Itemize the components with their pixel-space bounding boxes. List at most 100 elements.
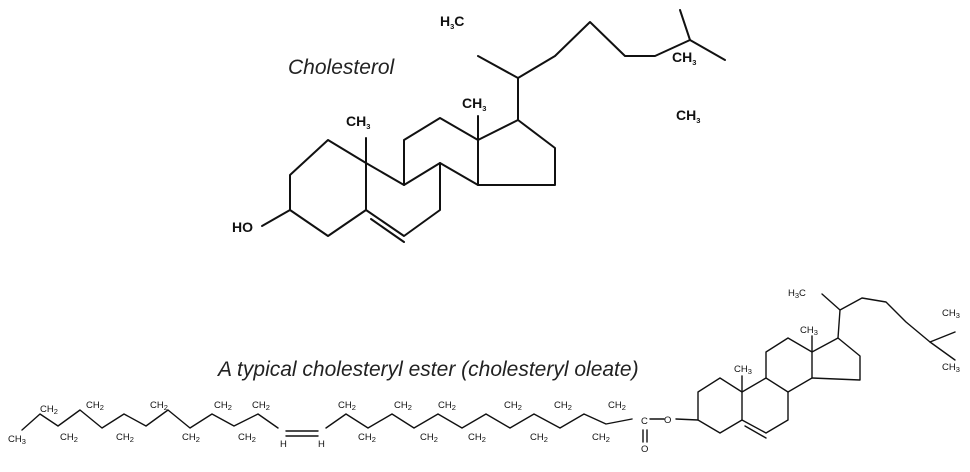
ester-c27-ch: CH [942,362,956,373]
ester-c10-sub: 3 [748,367,752,376]
ring-d [477,119,556,186]
ester-o-ring-bond [675,418,699,421]
hydroxyl-bond [261,209,291,227]
oleoyl-sub: 2 [518,403,522,412]
oleoyl-ch: CH [252,400,266,411]
ester-c21-label: H3C [788,288,806,300]
oleoyl-sub: 2 [228,403,232,412]
oleoyl-ch: CH [608,400,622,411]
ester-carbonyl-c: C [641,416,648,427]
oleoyl-ch2: CH2 [182,432,200,444]
oleoyl-sub: 2 [622,403,626,412]
oleoyl-ch2: CH2 [420,432,438,444]
oleoyl-sub: 2 [452,403,456,412]
oleoyl-sub: 2 [100,403,104,412]
c21-methyl-label: H3C [440,13,464,31]
oleoyl-sub: 2 [544,435,548,444]
vinyl-h-2: H [318,439,325,450]
oleoyl-ch2: CH2 [338,400,356,412]
oleoyl-ch2: CH2 [60,432,78,444]
c10-methyl-ch: CH [346,113,366,129]
c13-methyl-sub: 3 [482,104,486,113]
ester-c26-sub: 3 [956,311,960,320]
oleoyl-ch: CH [468,432,482,443]
c26-bond [679,9,691,41]
oleoyl-ch: CH [86,400,100,411]
c10-methyl-sub: 3 [366,122,370,131]
oleoyl-ch2: CH2 [358,432,376,444]
oleoyl-ch2: CH2 [592,432,610,444]
oleoyl-sub: 2 [266,403,270,412]
oleoyl-ch2: CH2 [438,400,456,412]
ester-c10-ch: CH [734,364,748,375]
ester-c13-label: CH3 [800,325,818,337]
oleoyl-sub: 2 [352,403,356,412]
ester-c26-label: CH3 [942,308,960,320]
c26-methyl-label: CH3 [672,49,696,67]
ester-ring-a [697,377,743,434]
c21-c: C [454,13,464,29]
oleoyl-ch2: CH2 [504,400,522,412]
oleoyl-ch2: CH2 [468,432,486,444]
ring-b [365,162,441,237]
oleoyl-ch: CH [116,432,130,443]
c27-sub: 3 [696,116,700,125]
ester-oxygen: O [664,415,671,426]
c13-methyl-label: CH3 [462,95,486,113]
oleoyl-ch: CH [394,400,408,411]
ester-c21-c: C [799,288,806,299]
ester-c13-ch: CH [800,325,814,336]
hydroxyl-label: HO [232,219,253,235]
c26-sub: 3 [692,58,696,67]
c21-sub: 3 [450,22,454,31]
oleoyl-sub: 2 [372,435,376,444]
oleoyl-ch: CH [554,400,568,411]
oleoyl-ch: CH [40,404,54,415]
oleoyl-c18-sub: 3 [22,437,26,446]
oleoyl-sub: 2 [434,435,438,444]
oleoyl-ch: CH [420,432,434,443]
oleoyl-ch: CH [504,400,518,411]
c26-ch: CH [672,49,692,65]
ester-ring-d [811,337,861,381]
oleoyl-ch: CH [60,432,74,443]
c21-bond [477,55,519,79]
oleoyl-terminal-ch3: CH3 [8,434,26,446]
ester-c21-bond [821,293,841,311]
side-chain [517,21,726,121]
cholesteryl-ester-title: A typical cholesteryl ester (cholesteryl… [218,358,639,381]
c27-ch: CH [676,107,696,123]
oleoyl-ch2: CH2 [530,432,548,444]
oleoyl-ch2: CH2 [116,432,134,444]
oleoyl-sub: 2 [74,435,78,444]
oleoyl-ch: CH [530,432,544,443]
oleoyl-ch: CH [338,400,352,411]
cholesteryl-ester-structure: H3C CH3 CH3 CH3 CH3 O C O CH3 CH2 CH2 CH… [8,288,960,455]
ester-c27-sub: 3 [956,365,960,374]
ring-a [289,139,367,237]
oleoyl-sub: 2 [54,407,58,416]
cholesterol-structure: HO CH3 CH3 H3C CH3 CH3 [232,9,726,243]
oleoyl-ch2: CH2 [238,432,256,444]
oleoyl-sub: 2 [164,403,168,412]
oleoyl-ch2: CH2 [214,400,232,412]
c27-methyl-label: CH3 [676,107,700,125]
c21-h: H [440,13,450,29]
oleoyl-ch: CH [358,432,372,443]
ester-double-bond-c5-c6 [744,425,767,439]
oleoyl-ch: CH [592,432,606,443]
ester-c26-ch: CH [942,308,956,319]
oleoyl-ch2: CH2 [608,400,626,412]
ester-c13-sub: 3 [814,328,818,337]
ester-c27-label: CH3 [942,362,960,374]
oleoyl-ch: CH [438,400,452,411]
oleoyl-ch2: CH2 [40,404,58,416]
ester-side-chain [837,297,956,343]
ester-ring-c [765,337,813,393]
oleoyl-ch2: CH2 [554,400,572,412]
oleoyl-ch: CH [182,432,196,443]
oleoyl-sub: 2 [568,403,572,412]
carbonyl-oxygen: O [641,444,648,455]
